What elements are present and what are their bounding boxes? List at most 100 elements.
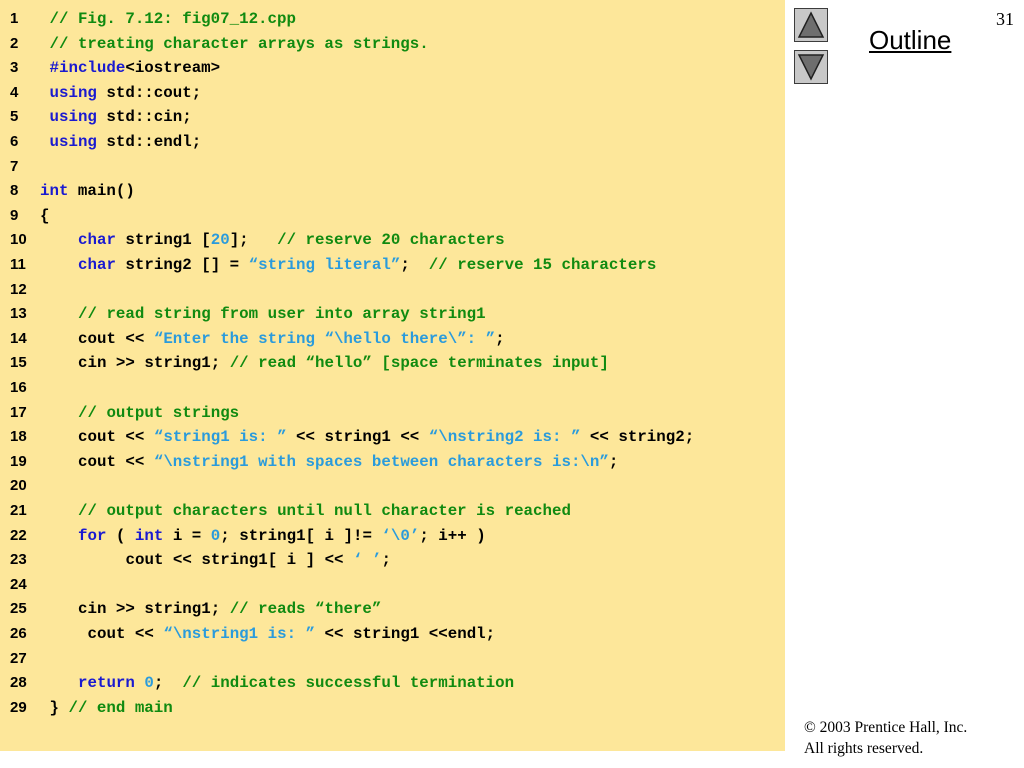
code-comment: // output characters until null characte…: [78, 502, 571, 520]
code-token: {: [40, 206, 50, 225]
next-slide-button[interactable]: [794, 50, 828, 84]
code-text: using std::cout;: [50, 81, 202, 105]
line-number: 24: [10, 575, 27, 593]
code-line: 21// output characters until null charac…: [0, 499, 785, 523]
line-number: 12: [10, 280, 27, 298]
code-line: 24: [0, 573, 785, 597]
line-number: 17: [10, 403, 27, 421]
line-number: 19: [10, 452, 27, 470]
code-keyword: using: [49, 108, 97, 127]
code-token: [135, 674, 144, 692]
line-number: 18: [10, 428, 27, 446]
code-keyword: char: [78, 256, 116, 274]
code-line: 2 // treating character arrays as strings…: [0, 32, 785, 56]
code-token: cout <<: [87, 625, 164, 643]
code-line: 3#include<iostream>: [0, 56, 785, 80]
code-literal: 0: [210, 526, 221, 545]
code-token: ;: [495, 329, 505, 348]
triangle-up-icon: [797, 11, 825, 38]
code-token: cin >> string1;: [78, 354, 230, 373]
code-line: 8 int main(): [0, 179, 785, 203]
line-number: 7: [10, 157, 19, 175]
line-number: 4: [10, 83, 19, 101]
code-literal: ‘ ’: [353, 551, 382, 570]
code-keyword: using: [49, 133, 97, 151]
code-line: 16: [0, 376, 785, 400]
code-token: (: [106, 526, 135, 545]
code-token: << string1 <<endl;: [315, 625, 496, 643]
code-line: 17 // output strings: [0, 401, 785, 425]
outline-link[interactable]: Outline: [869, 25, 952, 55]
code-comment: // end main: [68, 698, 173, 717]
code-token: cout << string1[ i ] <<: [125, 551, 354, 570]
code-token: << string2;: [580, 428, 695, 447]
code-literal: “string literal”: [248, 256, 401, 274]
code-text: char string1 [20]; // reserve 20 charact…: [78, 228, 505, 252]
code-text: int main(): [40, 179, 135, 203]
line-number: 11: [10, 256, 26, 273]
code-literal: “Enter the string “\hello there\”: ”: [153, 329, 496, 348]
code-comment: // read string from user into array stri…: [78, 305, 486, 324]
line-number: 1: [10, 10, 19, 27]
line-number: 27: [10, 649, 27, 667]
code-token: ; i++ ): [419, 526, 486, 545]
code-token: ;: [153, 674, 183, 693]
code-comment: // treating character arrays as strings.: [49, 34, 429, 53]
code-token: << string1 <<: [286, 428, 429, 447]
line-number: 2: [10, 34, 19, 52]
code-token: cout <<: [78, 329, 154, 348]
line-number: 8: [10, 182, 19, 200]
code-text: // Fig. 7.12: fig07_12.cpp: [50, 7, 296, 31]
code-keyword: #include: [49, 59, 126, 78]
code-line: 10 char string1 [20]; // reserve 20 chara…: [0, 228, 785, 252]
code-literal: “\nstring1 with spaces between character…: [153, 452, 609, 471]
code-literal: “\nstring2 is: ”: [428, 428, 581, 447]
code-keyword: int: [134, 526, 164, 545]
code-comment: // indicates successful termination: [182, 674, 515, 693]
code-token: string1 [: [115, 231, 211, 250]
line-number: 9: [10, 206, 19, 224]
code-line: 13// read string from user into array st…: [0, 302, 785, 326]
code-token: ; string1[ i ]!=: [220, 526, 382, 545]
line-number: 6: [10, 133, 19, 150]
code-keyword: char: [78, 231, 116, 250]
code-comment: // read “hello” [space terminates input]: [229, 354, 609, 373]
code-token: i =: [163, 526, 211, 545]
line-number: 22: [10, 526, 27, 544]
code-comment: // Fig. 7.12: fig07_12.cpp: [49, 10, 296, 28]
code-line: 29} // end main: [0, 696, 785, 720]
code-token: }: [49, 698, 69, 717]
line-number: 10: [10, 231, 27, 249]
code-keyword: for: [78, 526, 107, 545]
code-token: ];: [229, 231, 278, 250]
code-keyword: using: [49, 83, 97, 102]
code-line: 20: [0, 474, 785, 498]
code-text: // output characters until null characte…: [78, 499, 571, 523]
code-line: 7: [0, 155, 785, 179]
code-comment: // output strings: [78, 403, 240, 422]
code-text: cout << “\nstring1 with spaces between c…: [78, 450, 618, 474]
line-number: 5: [10, 108, 19, 126]
code-token: cout <<: [78, 428, 154, 447]
code-listing: 1 // Fig. 7.12: fig07_12.cpp 2 // treating …: [0, 0, 785, 751]
line-number: 28: [10, 674, 27, 692]
code-text: // output strings: [78, 401, 239, 425]
previous-slide-button[interactable]: [794, 8, 828, 42]
copyright-line: © 2003 Prentice Hall, Inc.: [804, 719, 968, 736]
code-token: cout <<: [78, 452, 154, 471]
line-number: 20: [10, 477, 27, 495]
code-text: {: [40, 204, 49, 228]
line-number: 25: [10, 600, 27, 618]
code-line: 19 cout << “\nstring1 with spaces between…: [0, 450, 785, 474]
triangle-down-icon: [797, 54, 825, 81]
